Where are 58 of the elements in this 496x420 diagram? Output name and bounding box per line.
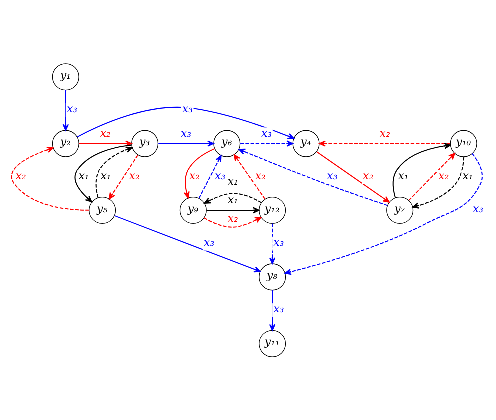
node-circle: y₁₁ [259, 330, 286, 357]
arrow [198, 154, 222, 198]
node-circle: y₁ [52, 63, 80, 90]
edge-label: x₃ [204, 236, 215, 249]
node-circle: y₇ [386, 196, 414, 224]
arrow [184, 148, 216, 198]
edge-label: x₁ [228, 174, 238, 188]
edge-label: x₂ [363, 168, 374, 182]
edge-label: x₃ [274, 236, 284, 249]
edge-label: x₁ [78, 168, 90, 182]
edge-label: x₃ [182, 102, 194, 116]
arrow [408, 152, 456, 200]
node-circle: y₉ [180, 196, 207, 224]
arrow [74, 144, 132, 202]
arrow [412, 156, 465, 208]
arrow [284, 153, 483, 275]
arrow [62, 90, 70, 131]
arrow [240, 140, 294, 146]
edge-label: x₃ [327, 168, 338, 182]
edge-label: x₁ [228, 193, 238, 206]
edge-label: x₃ [67, 102, 78, 116]
node-circle: y₄ [292, 130, 320, 157]
arrow [204, 192, 262, 204]
edge-label: x₁ [462, 168, 474, 182]
arrow [158, 140, 214, 146]
arrow [269, 223, 276, 264]
arrow [204, 216, 262, 228]
edge-label: x₁ [398, 168, 409, 182]
edge-label: x₂ [16, 168, 26, 182]
arrow [319, 140, 450, 146]
arrow [96, 146, 133, 198]
node-circle: y₃ [132, 130, 159, 157]
edge-label: x₂ [129, 168, 140, 182]
arrow [114, 214, 261, 272]
edge-label: x₂ [100, 126, 111, 140]
node-circle: y₅ [89, 196, 116, 224]
edge-label: x₃ [180, 126, 192, 140]
edge-label: x₂ [255, 168, 266, 182]
edge-label: x₃ [274, 302, 284, 316]
edge-label: x₃ [215, 168, 226, 182]
edge-label: x₁ [100, 168, 112, 182]
edge-label: x₂ [228, 211, 238, 224]
node-circle: y₈ [259, 263, 286, 290]
arrow [316, 151, 390, 202]
edge-label: x₂ [438, 168, 450, 182]
edge-label: x₂ [380, 126, 391, 140]
node-circle: y₁₂ [259, 196, 286, 224]
arrow [108, 154, 138, 200]
arrow [269, 290, 276, 331]
edge-label: x₃ [262, 126, 272, 140]
arrow [206, 206, 260, 214]
edge-label: x₃ [472, 202, 484, 216]
node-circle: y₆ [214, 130, 241, 157]
node-circle: y₂ [52, 130, 80, 157]
arrow [77, 106, 295, 139]
node-circle: y₁₀ [450, 130, 478, 157]
arrow [238, 148, 388, 206]
edge-label: x₂ [189, 168, 200, 182]
